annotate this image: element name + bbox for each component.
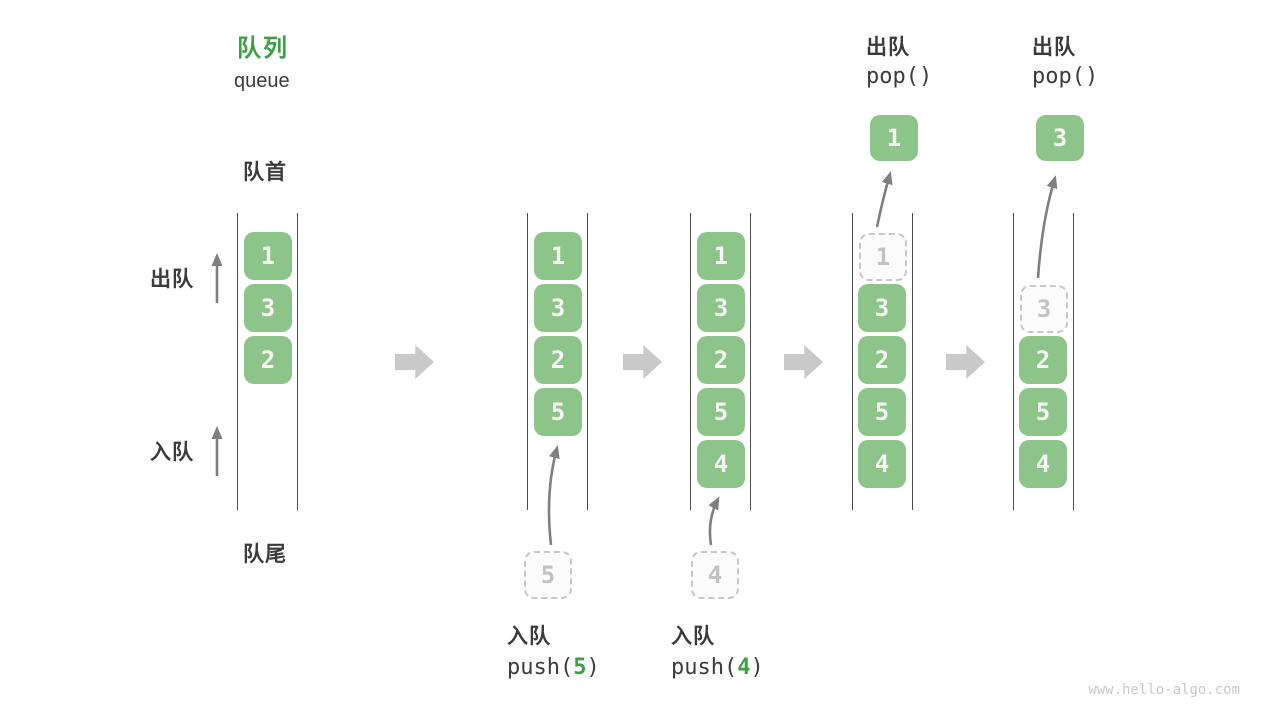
queue-cell: 5 bbox=[858, 388, 906, 436]
queue-cell: 5 bbox=[697, 388, 745, 436]
pop-code-label: pop() bbox=[866, 64, 933, 89]
queue-cell: 1 bbox=[244, 232, 292, 280]
popped-element-box: 3 bbox=[1036, 115, 1084, 161]
queue-tube-stage-3 bbox=[690, 213, 751, 510]
queue-rear-label: 队尾 bbox=[243, 543, 287, 566]
queue-tube-stage-1 bbox=[237, 213, 298, 510]
queue-cell: 3 bbox=[534, 284, 582, 332]
queue-cell: 3 bbox=[697, 284, 745, 332]
code-fn-close: ) bbox=[586, 655, 600, 680]
next-stage-arrow-icon bbox=[395, 345, 434, 379]
pop-code-label: pop() bbox=[1032, 64, 1099, 89]
removed-element-ghost: 3 bbox=[1020, 285, 1068, 333]
queue-cell: 4 bbox=[858, 440, 906, 488]
queue-cell: 1 bbox=[697, 232, 745, 280]
queue-cell: 5 bbox=[1019, 388, 1067, 436]
code-arg: 4 bbox=[737, 655, 751, 680]
code-fn-close: ) bbox=[750, 655, 764, 680]
queue-cell: 4 bbox=[1019, 440, 1067, 488]
code-arg: 5 bbox=[573, 655, 587, 680]
queue-tube-stage-4 bbox=[852, 213, 913, 510]
dequeue-side-label: 出队 bbox=[150, 268, 194, 291]
popped-element-box: 1 bbox=[870, 115, 918, 161]
enqueue-op-label: 入队 bbox=[671, 625, 715, 648]
next-stage-arrow-icon bbox=[623, 345, 662, 379]
next-stage-arrow-icon bbox=[784, 345, 823, 379]
queue-front-label: 队首 bbox=[243, 161, 287, 184]
incoming-element-ghost: 5 bbox=[524, 551, 572, 599]
queue-cell: 2 bbox=[244, 336, 292, 384]
watermark: www.hello-algo.com bbox=[1088, 682, 1240, 698]
push-code-label: push(5) bbox=[507, 655, 600, 680]
removed-element-ghost: 1 bbox=[859, 233, 907, 281]
queue-cell: 3 bbox=[244, 284, 292, 332]
figure-title-en: queue bbox=[234, 70, 290, 92]
queue-cell: 4 bbox=[697, 440, 745, 488]
queue-cell: 2 bbox=[858, 336, 906, 384]
push-code-label: push(4) bbox=[671, 655, 764, 680]
dequeue-op-label: 出队 bbox=[1032, 36, 1076, 59]
incoming-element-ghost: 4 bbox=[691, 551, 739, 599]
queue-cell: 5 bbox=[534, 388, 582, 436]
queue-tube-stage-2 bbox=[527, 213, 588, 510]
enqueue-op-label: 入队 bbox=[507, 625, 551, 648]
code-fn-open: push( bbox=[671, 655, 738, 680]
enqueue-side-label: 入队 bbox=[150, 441, 194, 464]
next-stage-arrow-icon bbox=[946, 345, 985, 379]
queue-cell: 2 bbox=[1019, 336, 1067, 384]
dequeue-op-label: 出队 bbox=[866, 36, 910, 59]
queue-cell: 2 bbox=[697, 336, 745, 384]
figure-title-zh: 队列 bbox=[237, 35, 289, 62]
queue-cell: 3 bbox=[858, 284, 906, 332]
queue-tube-stage-5 bbox=[1013, 213, 1074, 510]
queue-cell: 1 bbox=[534, 232, 582, 280]
queue-cell: 2 bbox=[534, 336, 582, 384]
code-fn-open: push( bbox=[507, 655, 574, 680]
